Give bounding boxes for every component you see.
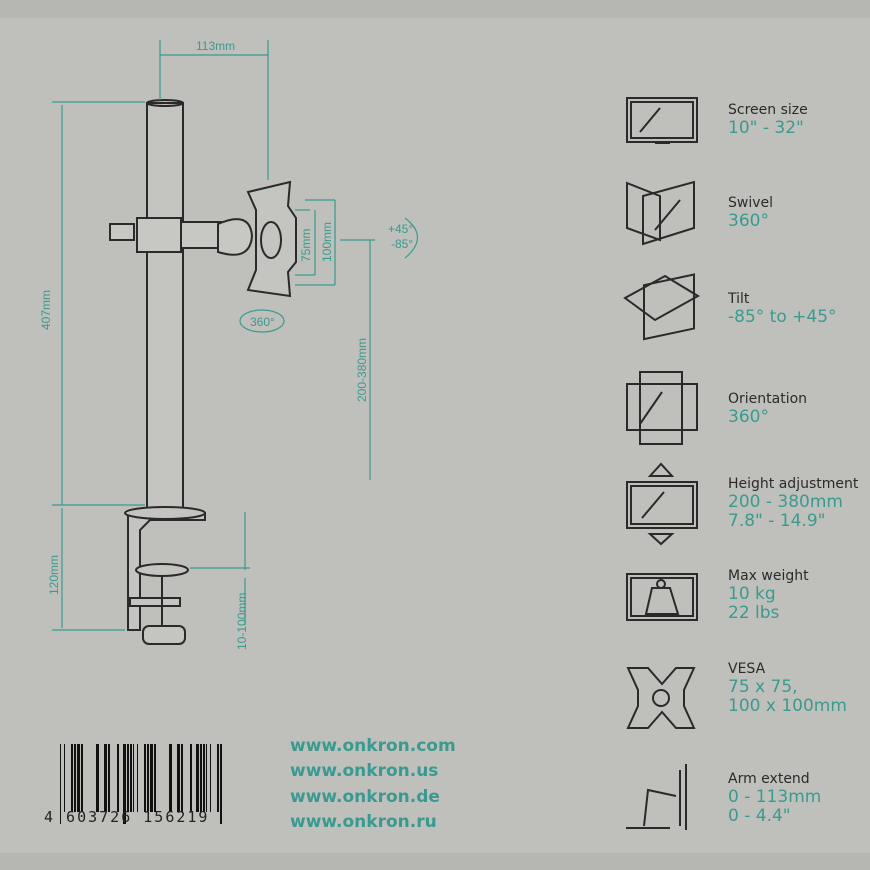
feature-label: Screen size — [728, 102, 808, 118]
height-icon — [626, 462, 698, 546]
url-com[interactable]: www.onkron.com — [290, 736, 456, 756]
desk-thickness-dim: 10-100mm — [235, 593, 249, 650]
feature-value: 22 lbs — [728, 603, 780, 623]
vesa-large-dim: 100mm — [320, 222, 334, 262]
arm-extend-dim: 113mm — [196, 39, 235, 53]
barcode-bar — [60, 744, 61, 824]
barcode-bar — [147, 744, 149, 812]
clamp-height-dim: 120mm — [47, 555, 61, 595]
barcode-bar — [81, 744, 83, 812]
barcode-bar — [181, 744, 183, 812]
box-panel — [0, 18, 870, 853]
feature-value: 0 - 4.4" — [728, 806, 791, 826]
barcode-bar — [169, 744, 172, 812]
vesa-plate — [246, 180, 297, 298]
weight-icon — [626, 573, 698, 621]
height-range-dim: 200-380mm — [355, 338, 369, 402]
barcode-bar — [130, 744, 132, 812]
barcode-bar — [71, 744, 73, 812]
tilt-joint — [217, 218, 254, 256]
barcode-bar — [217, 744, 219, 812]
feature-label: Orientation — [728, 391, 808, 407]
arm — [180, 221, 222, 249]
barcode-bar — [220, 744, 222, 824]
tilt-up-label: +45° — [388, 222, 413, 236]
arm-extend-icon — [626, 764, 687, 830]
barcode-bar — [144, 744, 146, 812]
barcode-bar — [177, 744, 180, 812]
barcode-bar — [133, 744, 134, 812]
barcode-bar — [123, 744, 126, 824]
feature-value: 360° — [728, 211, 769, 231]
barcode-bar — [64, 744, 65, 812]
barcode-bar — [203, 744, 205, 812]
swivel-icon — [626, 180, 695, 246]
barcode-bar — [77, 744, 80, 812]
barcode-bar — [74, 744, 76, 812]
barcode-bar — [96, 744, 99, 812]
url-de[interactable]: www.onkron.de — [290, 787, 440, 807]
vesa-small-dim: 75mm — [299, 229, 313, 262]
feature-value: 200 - 380mm — [728, 492, 843, 512]
feature-value: 0 - 113mm — [728, 787, 822, 807]
feature-label: Swivel — [728, 195, 774, 211]
feature-label: Height adjustment — [728, 476, 859, 492]
swivel-label: 360° — [250, 315, 275, 329]
barcode-bar — [104, 744, 107, 812]
clamp-pad — [135, 563, 189, 577]
orientation-icon — [626, 371, 698, 445]
url-us[interactable]: www.onkron.us — [290, 761, 439, 781]
tilt-icon — [623, 273, 700, 341]
feature-label: Max weight — [728, 568, 809, 584]
pole-collar — [136, 217, 182, 253]
feature-label: Tilt — [728, 291, 750, 307]
tilt-down-label: -85° — [391, 237, 413, 251]
barcode-bar — [210, 744, 211, 812]
feature-value: -85° to +45° — [728, 307, 837, 327]
pole — [146, 102, 184, 514]
barcode-bar — [127, 744, 129, 812]
barcode-bar — [206, 744, 207, 812]
url-ru[interactable]: www.onkron.ru — [290, 812, 437, 832]
barcode-bar — [154, 744, 156, 812]
feature-label: Arm extend — [728, 771, 810, 787]
barcode-bar — [137, 744, 138, 812]
feature-value: 10" - 32" — [728, 118, 804, 138]
screen-icon — [626, 97, 698, 144]
feature-value: 360° — [728, 407, 769, 427]
barcode-bar — [196, 744, 199, 812]
feature-label: VESA — [728, 661, 766, 677]
barcode-bar — [200, 744, 202, 812]
pole-top — [146, 99, 184, 107]
pole-height-dim: 407mm — [39, 290, 53, 330]
barcode-number: 4 603726 156219 — [44, 808, 210, 826]
barcode-bar — [150, 744, 153, 812]
feature-value: 10 kg — [728, 584, 776, 604]
feature-tilt: Tilt-85° to +45° — [728, 290, 837, 327]
clamp-knob — [142, 625, 186, 645]
barcode-bar — [108, 744, 110, 812]
feature-value: 75 x 75, — [728, 677, 798, 697]
barcode-bar — [190, 744, 192, 812]
barcode-bar — [117, 744, 119, 812]
feature-value: 100 x 100mm — [728, 696, 847, 716]
collar-knob — [109, 223, 135, 241]
feature-value: 7.8" - 14.9" — [728, 511, 826, 531]
vesa-icon — [626, 667, 696, 729]
barcode — [60, 744, 222, 824]
